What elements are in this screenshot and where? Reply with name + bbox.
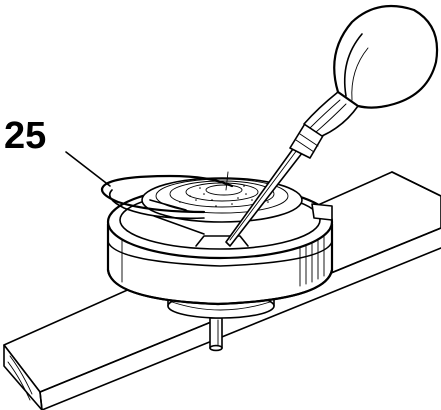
spring-inner-loop: [108, 189, 205, 220]
awl-handle-bulb: [333, 4, 439, 109]
bobbin-case-bottom-rim: [106, 268, 334, 306]
awl-neck-shade: [309, 99, 341, 129]
awl-handle-shade-1: [343, 33, 363, 97]
awl-neck-shade-2: [315, 103, 347, 133]
callout-leader-line: [65, 151, 111, 187]
board-grain-1: [9, 355, 33, 395]
board-end-corner: [39, 391, 43, 410]
bobbin-thread-end: [225, 171, 229, 191]
board-grain-2: [7, 361, 31, 401]
spring-lower-arm: [153, 215, 205, 235]
pin-tip: [209, 344, 223, 352]
bobbin-ring-2: [169, 180, 275, 208]
board-back-edge: [391, 171, 441, 197]
board-front-bottom-edge: [41, 247, 441, 410]
bobbin-ring-1: [155, 178, 289, 214]
pin-body: [209, 317, 223, 349]
bobbin-hub: [205, 184, 243, 196]
bobbin-case-band: [107, 241, 333, 267]
awl-tool: [225, 4, 439, 247]
awl-ferrule-ring-1: [295, 139, 315, 153]
bobbin-case-lug: [311, 203, 333, 221]
spring-blade: [149, 199, 187, 211]
spring-outer-loop: [100, 174, 234, 214]
flange-line: [171, 301, 271, 311]
awl-shaft-highlight: [229, 145, 301, 241]
awl-ferrule-ring-2: [299, 133, 319, 147]
awl-handle-shade-2: [351, 47, 369, 101]
callout-label-25: 25: [4, 115, 47, 157]
bobbin-case-slot: [195, 235, 249, 247]
spindle-pin: [209, 317, 223, 352]
tension-spring: [100, 174, 234, 235]
